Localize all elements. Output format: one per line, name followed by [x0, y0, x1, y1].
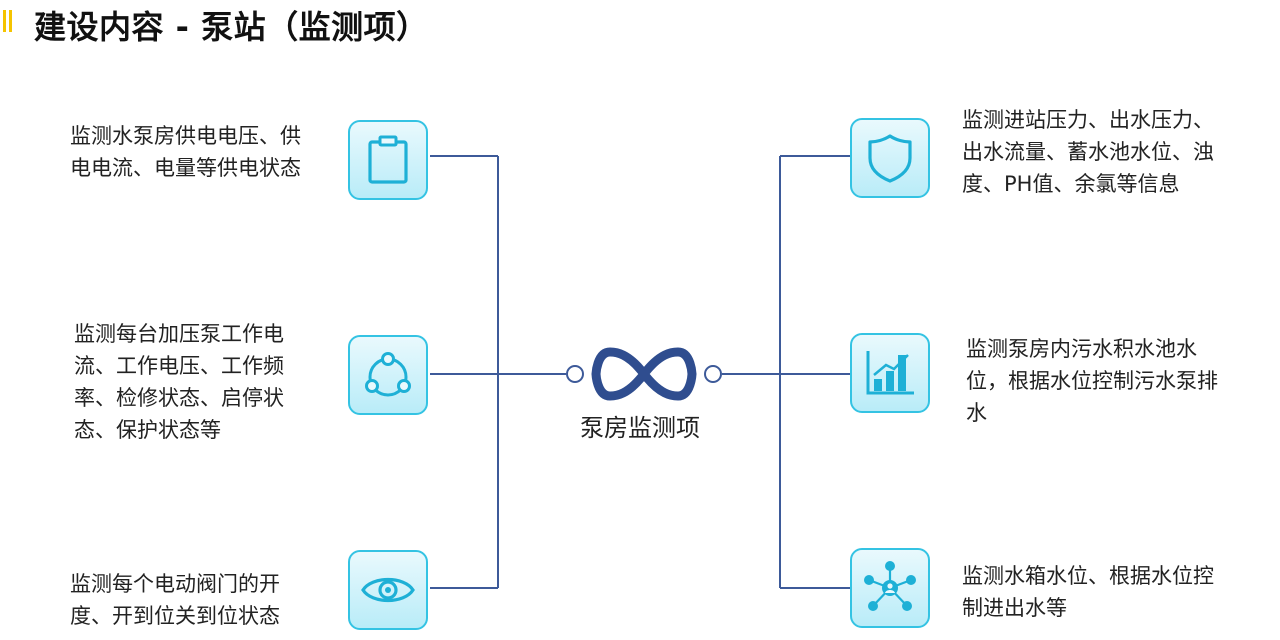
shield-icon	[868, 134, 912, 183]
bar-chart-icon-box	[850, 333, 930, 413]
left-item-3-text: 监测每个电动阀门的开度、开到位关到位状态	[70, 572, 280, 628]
title-accent-bars	[3, 10, 13, 32]
network-icon-box	[850, 548, 930, 628]
center-label: 泵房监测项	[580, 414, 700, 442]
left-item-1-text: 监测水泵房供电电压、供电电流、电量等供电状态	[70, 124, 301, 180]
share-nodes-icon-box	[348, 335, 428, 415]
page-title: 建设内容 - 泵站（监测项）	[34, 8, 429, 46]
clipboard-icon-box	[348, 120, 428, 200]
left-item-2-text: 监测每台加压泵工作电流、工作电压、工作频率、检修状态、启停状态、保护状态等	[74, 322, 284, 442]
eye-icon	[361, 578, 415, 602]
clipboard-icon	[368, 135, 408, 184]
left-connector-node	[566, 365, 584, 383]
share-nodes-icon	[365, 352, 411, 397]
network-icon	[864, 561, 916, 611]
eye-icon-box	[348, 550, 428, 630]
right-item-1-text: 监测进站压力、出水压力、出水流量、蓄水池水位、浊度、PH值、余氯等信息	[962, 108, 1214, 196]
bar-chart-icon	[866, 351, 914, 395]
right-connector-node	[704, 365, 722, 383]
shield-icon-box	[850, 118, 930, 198]
right-item-2-text: 监测泵房内污水积水池水位，根据水位控制污水泵排水	[966, 337, 1218, 425]
right-item-3-text: 监测水箱水位、根据水位控制进出水等	[962, 564, 1214, 620]
